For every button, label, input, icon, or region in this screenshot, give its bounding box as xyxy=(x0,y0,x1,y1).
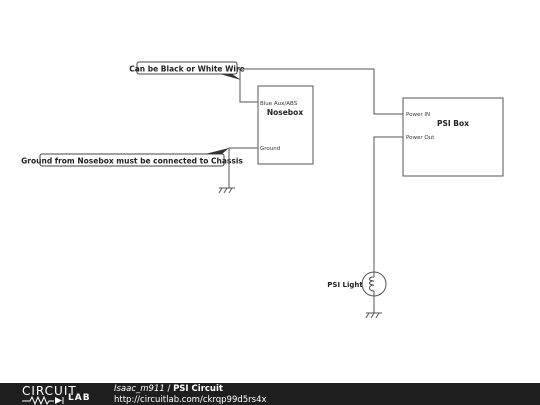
callout-wire-color[interactable]: Can be Black or White Wire xyxy=(129,61,245,80)
lamp-filament-icon xyxy=(369,272,375,296)
callout-wire-color-text: Can be Black or White Wire xyxy=(129,65,245,74)
wire-nosebox-ground[interactable] xyxy=(228,147,258,188)
wires xyxy=(228,68,403,313)
wire-to-power-in[interactable] xyxy=(237,68,403,115)
callout-ground-text: Ground from Nosebox must be connected to… xyxy=(21,157,243,166)
psi-box-component[interactable]: PSI Box Power IN Power Out xyxy=(402,97,504,177)
circuitlab-logo[interactable]: CIRCUIT LAB xyxy=(22,384,94,405)
schematic-canvas: Can be Black or White Wire Ground from N… xyxy=(21,61,504,319)
nosebox-pin-aux: Blue Aux/ABS xyxy=(260,101,298,107)
psi-box-pin-out: Power Out xyxy=(406,135,435,141)
callout-ground[interactable]: Ground from Nosebox must be connected to… xyxy=(21,148,243,167)
project-url[interactable]: http://circuitlab.com/ckrqp99d5rs4x xyxy=(114,395,267,405)
project-title: PSI Circuit xyxy=(173,384,223,394)
nosebox-pin-ground: Ground xyxy=(260,146,280,152)
logo-text-top: CIRCUIT xyxy=(22,384,77,398)
title-separator: / xyxy=(164,384,174,394)
nosebox-component[interactable]: Nosebox Blue Aux/ABS Ground xyxy=(257,85,314,165)
nosebox-title: Nosebox xyxy=(267,108,304,117)
wire-power-out[interactable] xyxy=(373,136,403,272)
footer-bar: CIRCUIT LAB Isaac_m911 / PSI Circuit htt… xyxy=(0,383,540,405)
callout-wire-color-pointer xyxy=(220,74,241,80)
author-name[interactable]: Isaac_m911 xyxy=(114,384,165,394)
psi-light-component[interactable]: PSI Light xyxy=(327,271,387,297)
wire-to-nosebox-aux[interactable] xyxy=(239,69,258,103)
callout-ground-pointer xyxy=(205,148,229,154)
resistor-logo-icon xyxy=(22,396,64,405)
psi-light-label: PSI Light xyxy=(327,281,363,289)
logo-text-bottom: LAB xyxy=(68,393,91,403)
psi-box-pin-in: Power IN xyxy=(406,112,430,118)
psi-box-title: PSI Box xyxy=(437,119,469,128)
ground-icon-nosebox xyxy=(218,187,235,194)
ground-icon-light xyxy=(365,312,382,319)
footer-title: Isaac_m911 / PSI Circuit xyxy=(114,384,223,394)
